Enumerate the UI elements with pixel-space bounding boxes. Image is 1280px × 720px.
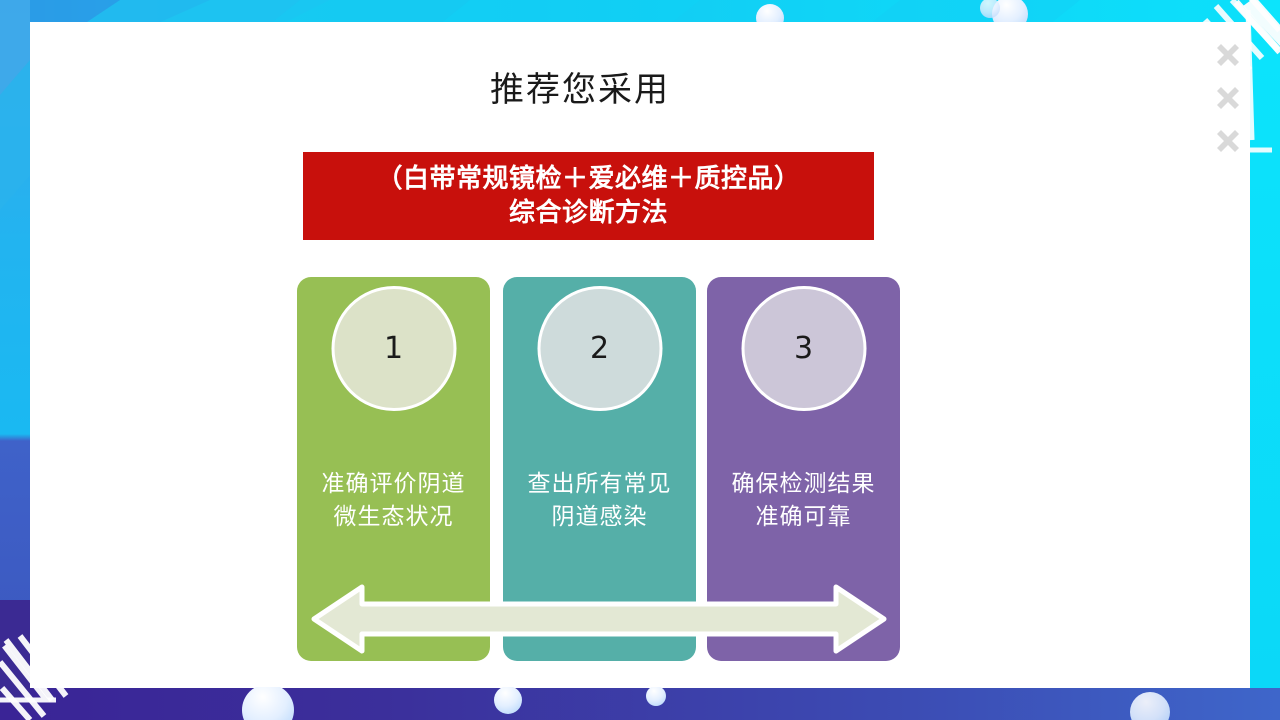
step-number-circle-3: 3 (741, 286, 866, 411)
step-caption-3-line-1: 确保检测结果 (731, 471, 876, 496)
step-number-3: 3 (793, 331, 814, 366)
step-caption-1-line-1: 准确评价阴道 (321, 471, 466, 496)
page-title: 推荐您采用 (490, 72, 670, 109)
step-caption-2: 查出所有常见 阴道感染 (503, 467, 696, 534)
step-caption-3: 确保检测结果 准确可靠 (707, 467, 900, 534)
step-number-circle-1: 1 (331, 286, 456, 411)
step-number-1: 1 (383, 331, 404, 366)
step-caption-2-line-2: 阴道感染 (551, 504, 648, 530)
step-number-circle-2: 2 (537, 286, 662, 411)
banner-line-1: （白带常规镜检＋爱必维＋质控品） (376, 163, 801, 194)
step-caption-3-line-2: 准确可靠 (755, 504, 852, 530)
step-caption-2-line-1: 查出所有常见 (527, 471, 672, 496)
step-column-3[interactable]: 3 确保检测结果 准确可靠 (707, 277, 900, 661)
step-number-2: 2 (589, 331, 610, 366)
diagnosis-method-banner: （白带常规镜检＋爱必维＋质控品） 综合诊断方法 (303, 152, 874, 240)
step-column-1[interactable]: 1 准确评价阴道 微生态状况 (297, 277, 490, 661)
step-column-2[interactable]: 2 查出所有常见 阴道感染 (503, 277, 696, 661)
three-step-columns: 1 准确评价阴道 微生态状况 2 查出所有常见 阴道感染 3 (297, 277, 900, 661)
banner-line-2: 综合诊断方法 (508, 198, 668, 228)
cross-icon (1217, 130, 1239, 152)
step-caption-1-line-2: 微生态状况 (333, 504, 454, 530)
cross-icon (1217, 87, 1239, 109)
double-headed-arrow-icon (311, 584, 887, 654)
step-caption-1: 准确评价阴道 微生态状况 (297, 467, 490, 534)
double-arrow-container (310, 583, 888, 655)
